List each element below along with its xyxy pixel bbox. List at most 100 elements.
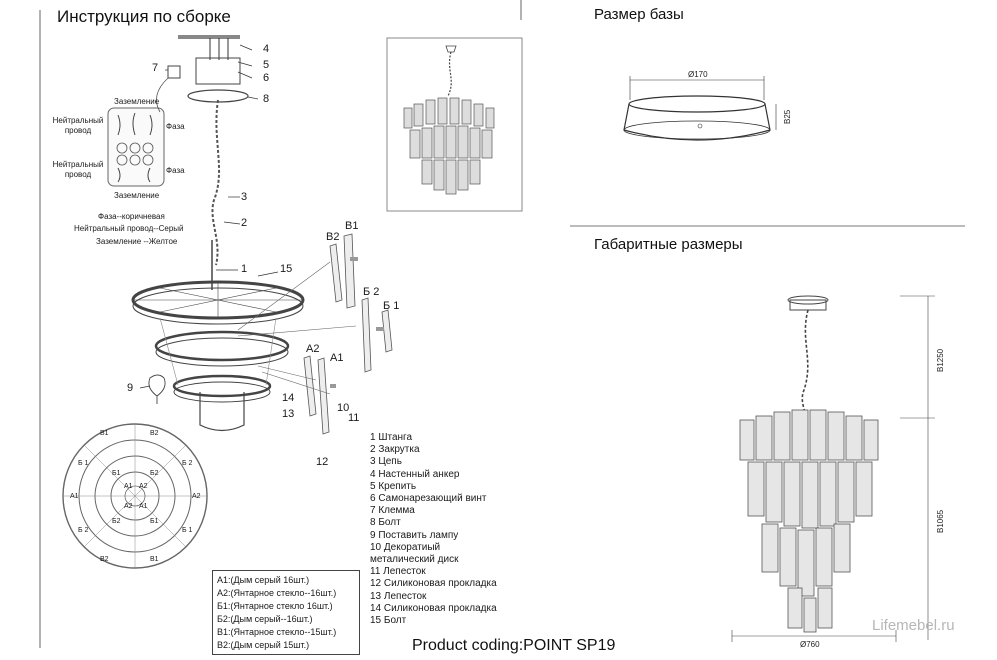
callout-8: 8 — [263, 93, 270, 105]
ring-label: Б 1 — [78, 460, 89, 467]
wiring-box — [107, 107, 165, 187]
parts-list-item: металический диск — [370, 554, 459, 566]
parts-list-item: 2 Закрутка — [370, 444, 420, 456]
parts-list-item: 1 Штанга — [370, 432, 413, 443]
base-drawing — [623, 76, 777, 141]
piece-label-bb2: Б 2 — [363, 286, 380, 298]
chandelier-main — [731, 295, 935, 642]
piece-label-b2: B2 — [326, 231, 340, 243]
chandelier-thumbnail — [386, 37, 523, 212]
callout-2: 2 — [241, 217, 248, 229]
dim-base-height: B25 — [783, 109, 792, 124]
glass-legend: A1:(Дым серый 16шт.) A2:(Янтарное стекло… — [212, 570, 360, 655]
ring-label: Б1 — [112, 470, 121, 477]
watermark: Lifemebel.ru — [872, 617, 955, 634]
layout-circle-segments — [63, 424, 207, 568]
lower-ring — [172, 374, 272, 403]
callout-9: 9 — [127, 382, 134, 394]
callout-6: 6 — [263, 72, 270, 84]
callout-11: 11 — [348, 412, 360, 424]
callout-10: 10 — [337, 402, 350, 414]
parts-list-item: 13 Лепесток — [370, 590, 427, 602]
wiring-phase-bottom: Фаза — [166, 166, 185, 175]
wiring-neutral-top: Нейтральный провод — [52, 116, 104, 135]
callout-12: 12 — [316, 456, 329, 468]
callout-15: 15 — [280, 263, 293, 275]
ring-label: B2 — [150, 430, 159, 437]
thumbnail-petals — [403, 97, 495, 195]
bulb — [148, 374, 166, 397]
piece-label-a2: A2 — [306, 343, 320, 355]
overall-size-title: Габаритные размеры — [594, 236, 743, 253]
parts-list: 1 Штанга 2 Закрутка 3 Цепь 4 Настенный а… — [370, 432, 497, 627]
glass-legend-item: B1:(Янтарное стекло--15шт.) — [217, 627, 337, 637]
middle-ring — [154, 330, 290, 367]
parts-list-item: 6 Самонарезающий винт — [370, 493, 487, 505]
assembly-title: Инструкция по сборке — [57, 7, 231, 26]
dim-total-height: B1250 — [936, 348, 945, 372]
base-size-title: Размер базы — [594, 6, 684, 23]
chain — [211, 99, 220, 266]
callout-3: 3 — [241, 191, 248, 203]
ring-label: Б 2 — [182, 460, 193, 467]
callout-7: 7 — [152, 62, 159, 74]
callout-13: 13 — [282, 408, 295, 420]
parts-list-item: 4 Настенный анкер — [370, 468, 460, 480]
wire-color-phase: Фаза--коричневая — [98, 212, 165, 221]
dim-base-diameter: Ø170 — [688, 70, 708, 79]
wiring-ground-bottom: Заземление — [114, 191, 160, 200]
wiring-phase-top: Фаза — [166, 122, 185, 131]
callout-1: 1 — [241, 263, 248, 275]
ring-label: Б1 — [150, 518, 159, 525]
parts-list-item: 11 Лепесток — [370, 566, 426, 578]
ring-label: B1 — [100, 430, 109, 437]
ring-label: A2 — [124, 503, 133, 510]
parts-list-item: 15 Болт — [370, 615, 407, 627]
wiring-ground-top: Заземление — [114, 97, 160, 106]
dim-body-height: B1065 — [936, 509, 945, 533]
ring-label: Б 2 — [78, 527, 89, 534]
ring-label: A1 — [124, 483, 133, 490]
callout-4: 4 — [263, 43, 270, 55]
parts-list-item: 10 Декоратиый — [370, 541, 441, 553]
ring-label: B1 — [150, 556, 159, 563]
chandelier-main-petals — [739, 409, 879, 633]
anchor-screws — [209, 38, 229, 60]
glass-legend-item: Б2:(Дым серый--16шт.) — [217, 614, 313, 624]
ring-label: A1 — [139, 503, 148, 510]
ring-label: Б 1 — [182, 527, 193, 534]
wire-color-neutral: Нейтральный провод--Серый — [74, 224, 184, 233]
piece-label-a1: A1 — [330, 352, 344, 364]
callout-5: 5 — [263, 59, 270, 71]
parts-list-item: 9 Поставить лампу — [370, 529, 459, 541]
product-coding: Product coding:POINT SP19 — [412, 637, 616, 654]
ceiling-surface — [178, 35, 240, 39]
core — [199, 392, 245, 432]
ring-label: B2 — [100, 556, 109, 563]
dim-body-diameter: Ø760 — [800, 640, 820, 649]
glass-legend-item: A2:(Янтарное стекло--16шт.) — [217, 588, 337, 598]
piece-label-bb1: Б 1 — [383, 300, 400, 312]
glass-legend-item: Б1:(Янтарное стекло 16шт.) — [217, 601, 333, 611]
parts-list-item: 5 Крепить — [370, 480, 417, 492]
glass-pieces — [303, 233, 393, 435]
callout-14: 14 — [282, 392, 295, 404]
mounting-bracket — [195, 57, 241, 85]
ring-label: A1 — [70, 493, 79, 500]
parts-list-item: 12 Силиконовая прокладка — [370, 578, 497, 590]
parts-list-item: 3 Цепь — [370, 456, 402, 468]
parts-list-item: 7 Клемма — [370, 505, 415, 517]
wire-color-ground: Заземление --Желтое — [96, 237, 178, 246]
ring-label: A2 — [139, 483, 148, 490]
parts-list-item: 14 Силиконовая прокладка — [370, 602, 497, 614]
ring-label: Б2 — [112, 518, 121, 525]
parts-list-item: 8 Болт — [370, 517, 401, 529]
glass-legend-item: B2:(Дым серый 15шт.) — [217, 640, 310, 650]
glass-legend-item: A1:(Дым серый 16шт.) — [217, 575, 310, 585]
piece-label-b1: B1 — [345, 220, 359, 232]
ring-label: Б2 — [150, 470, 159, 477]
terminal-block — [167, 65, 181, 79]
ring-label: A2 — [192, 493, 201, 500]
upper-ring — [131, 280, 305, 325]
